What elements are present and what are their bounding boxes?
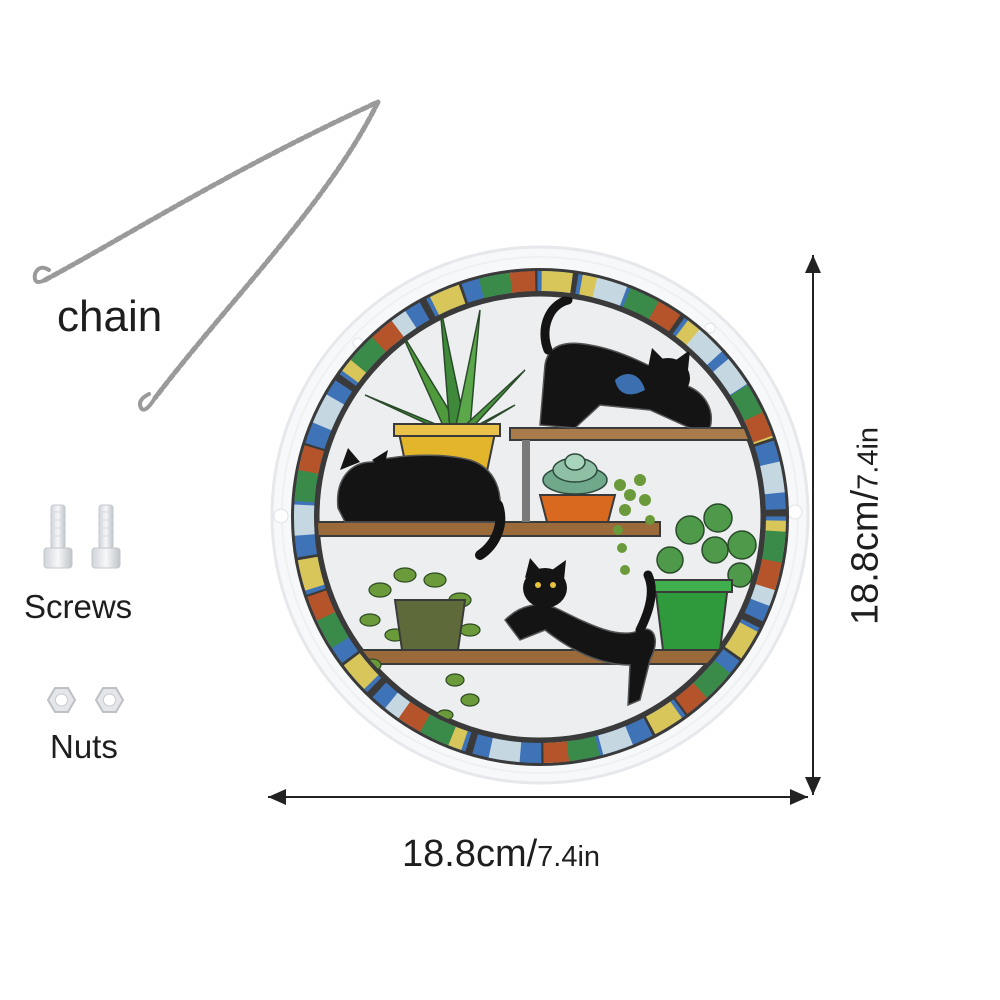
height-dimension-label: 18.8cm/7.4in <box>845 427 888 625</box>
nut-icon <box>46 687 125 713</box>
width-in: 7.4in <box>537 841 601 873</box>
screws-label: Screws <box>24 588 133 625</box>
screw-icon <box>43 504 121 569</box>
nuts-label: Nuts <box>50 728 118 765</box>
height-cm: 18.8cm/ <box>844 489 887 626</box>
stained-glass-panel <box>270 245 810 785</box>
dimension-arrow <box>268 255 821 805</box>
width-dimension-label: 18.8cm/7.4in <box>402 833 600 876</box>
chain-icon <box>32 99 381 412</box>
chain-label: chain <box>57 292 163 341</box>
height-in: 7.4in <box>852 426 885 490</box>
width-cm: 18.8cm/ <box>402 833 538 875</box>
